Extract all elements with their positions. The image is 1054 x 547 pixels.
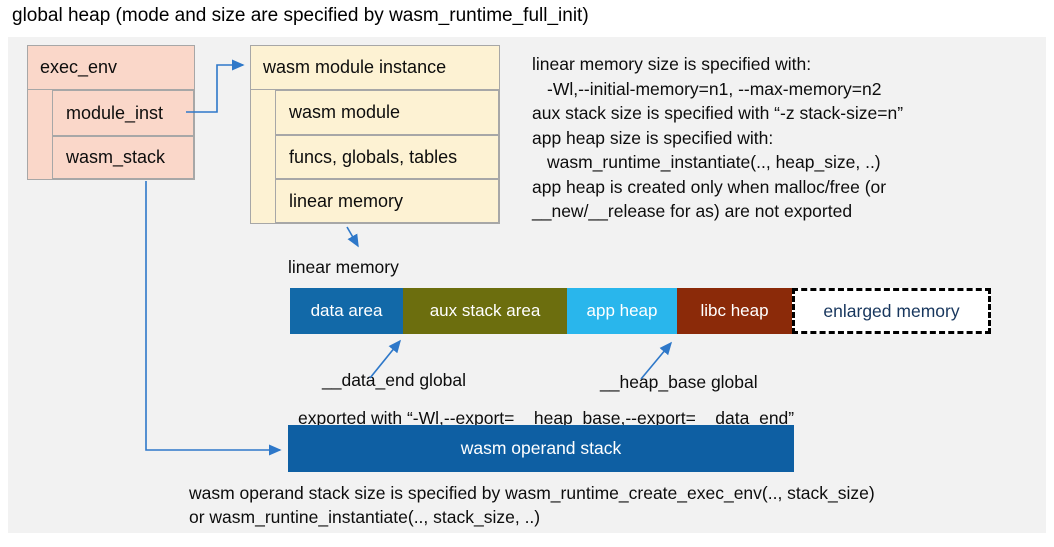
note-line: app heap size is specified with: <box>532 127 774 148</box>
exported-note: exported with “-Wl,--export=__heap_base,… <box>298 408 795 428</box>
wasm-operand-stack-bar: wasm operand stack <box>288 425 794 472</box>
note-line: -Wl,--initial-memory=n1, --max-memory=n2 <box>547 78 882 99</box>
operand-stack-note-line1: wasm operand stack size is specified by … <box>189 483 875 503</box>
page-title: global heap (mode and size are specified… <box>12 5 589 26</box>
notes-right: linear memory size is specified with: -W… <box>532 52 903 224</box>
segment-app-heap: app heap <box>567 288 677 334</box>
data-end-global-label: __data_end global <box>322 370 467 390</box>
exec-env-box: exec_env module_inst wasm_stack <box>27 45 195 180</box>
segment-aux-stack-area: aux stack area <box>403 288 567 334</box>
note-line: app heap is created only when malloc/fre… <box>532 176 887 197</box>
note-line: linear memory size is specified with: <box>532 54 812 74</box>
module-instance-title: wasm module instance <box>251 46 499 90</box>
operand-stack-note-line2: or wasm_runtine_instantiate(.., stack_si… <box>189 507 541 527</box>
exec-env-row-module-inst: module_inst <box>52 90 194 136</box>
note-line: __new/__release for as) are not exported <box>532 201 853 221</box>
module-instance-box: wasm module instance wasm module funcs, … <box>250 45 500 224</box>
heap-base-global-label: __heap_base global <box>600 372 758 392</box>
note-line: wasm_runtime_instantiate(.., heap_size, … <box>547 152 881 172</box>
exec-env-row-wasm-stack: wasm_stack <box>52 136 194 179</box>
exec-env-title: exec_env <box>28 46 194 90</box>
note-line: aux stack size is specified with “-z sta… <box>532 103 904 123</box>
linear-memory-label: linear memory <box>288 257 399 277</box>
segment-libc-heap: libc heap <box>677 288 792 334</box>
instance-row-wasm-module: wasm module <box>275 90 499 135</box>
instance-row-linear-memory: linear memory <box>275 179 499 223</box>
instance-row-funcs-globals-tables: funcs, globals, tables <box>275 135 499 179</box>
segment-data-area: data area <box>290 288 403 334</box>
segment-enlarged-memory: enlarged memory <box>792 288 991 334</box>
